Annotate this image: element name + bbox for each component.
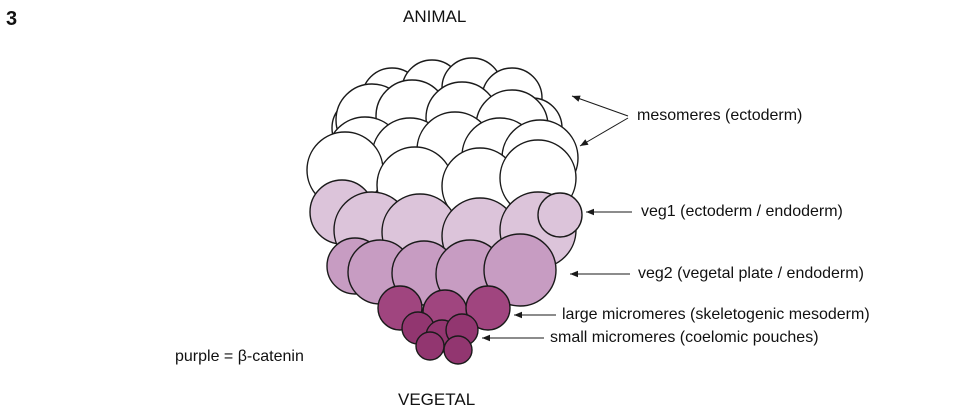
mesomeres-label: mesomeres (ectoderm) bbox=[637, 108, 802, 124]
small-micromeres-cell-37 bbox=[444, 336, 472, 364]
veg2-arrow bbox=[570, 271, 630, 277]
mesomeres-arrow-lower bbox=[580, 118, 628, 146]
veg2-label: veg2 (vegetal plate / endoderm) bbox=[638, 266, 864, 282]
small-micromeres-arrow bbox=[482, 335, 544, 341]
legend-text: purple = β-catenin bbox=[175, 349, 304, 365]
small-micromeres-cell-36 bbox=[416, 332, 444, 360]
large-micromeres-label: large micromeres (skeletogenic mesoderm) bbox=[562, 307, 870, 323]
veg1-arrow bbox=[586, 209, 632, 215]
veg1-label: veg1 (ectoderm / endoderm) bbox=[641, 204, 843, 220]
mesomeres-arrow-upper bbox=[572, 96, 628, 116]
vegetal-pole-label: VEGETAL bbox=[398, 391, 475, 408]
small-micromeres-label: small micromeres (coelomic pouches) bbox=[550, 330, 819, 346]
veg1-cell-24 bbox=[538, 193, 582, 237]
large-micromeres-arrow bbox=[514, 312, 556, 318]
